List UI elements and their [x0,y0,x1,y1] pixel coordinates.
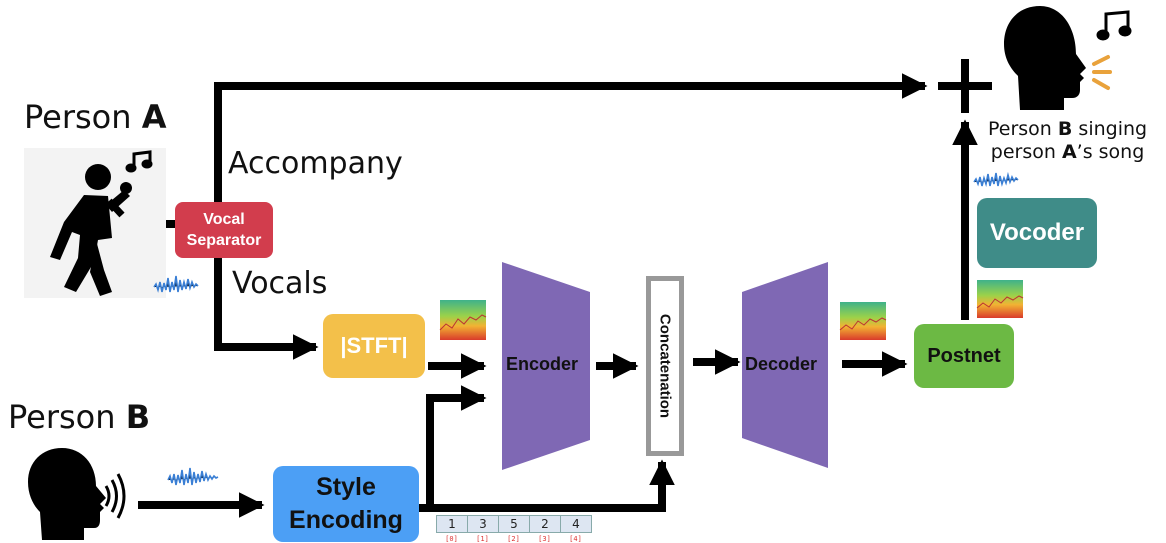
concatenation-block: Concatenation [646,276,684,456]
decoder-block [742,262,828,468]
result-line-2: person A’s song [990,141,1145,163]
style-vector: 1 3 5 2 4 [436,515,592,533]
person-b-prefix: Person [8,398,126,436]
vocoder-block: Vocoder [977,198,1097,268]
result-music-note-icon [1096,10,1132,41]
decoder-label: Decoder [745,354,818,374]
postnet-spectrogram-icon [976,280,1024,318]
vocals-arrow [214,252,319,360]
vocals-label: Vocals [232,266,328,301]
style-vector-cell: 2 [530,516,561,532]
style-vector-cell: 5 [499,516,530,532]
style-vector-cell: 3 [468,516,499,532]
encoder-label: Encoder [506,354,579,374]
result-caption: Person B singing person A’s song [988,118,1147,164]
vocals-waveform-icon [153,275,199,293]
vocal-separator-line-1: Vocal [203,211,245,228]
spectrogram-icon [439,300,487,340]
style-vector-indices: [0] [1] [2] [3] [4] [436,535,591,543]
style-vector-cell: 1 [437,516,468,532]
result-line-1: Person B singing [988,118,1148,140]
style-vector-index: [2] [507,535,520,543]
accompany-label: Accompany [228,146,403,181]
concatenation-label: Concatenation [656,313,674,419]
vocal-separator-line-2: Separator [186,232,262,249]
style-encoding-block: Style Encoding [273,466,419,542]
result-head-icon [1004,6,1086,110]
style-to-encoder-arrow [426,385,487,505]
style-vector-index: [0] [445,535,458,543]
singer-icon [24,148,166,298]
style-to-concat-arrow [392,459,675,512]
style-vector-index: [3] [538,535,551,543]
style-vector-cell: 4 [572,517,580,531]
sound-waves-icon [104,473,126,519]
music-note-icon [125,150,153,173]
personb-waveform-icon [167,467,219,486]
style-vector-index: [4] [569,535,582,543]
style-encoding-line-1: Style [316,473,376,501]
decoder-spectrogram-icon [839,302,887,340]
style-encoding-line-2: Encoding [289,506,403,534]
singing-lines-icon [1092,55,1112,90]
plus-sign [938,59,992,113]
accompany-arrow [214,73,928,208]
style-vector-index: [1] [476,535,489,543]
person-a-label: Person A [24,98,166,136]
connection-lines [138,73,978,518]
person-b-letter: B [125,398,151,436]
speaking-head-icon [28,448,106,540]
person-a-letter: A [141,98,167,136]
person-a-prefix: Person [24,98,142,136]
vocoder-waveform-icon [973,171,1019,188]
postnet-block: Postnet [914,324,1014,388]
vocal-separator-block: Vocal Separator [175,202,273,258]
stft-block: |STFT| [323,314,425,378]
encoder-block [502,262,590,470]
person-b-label: Person B [8,398,150,436]
